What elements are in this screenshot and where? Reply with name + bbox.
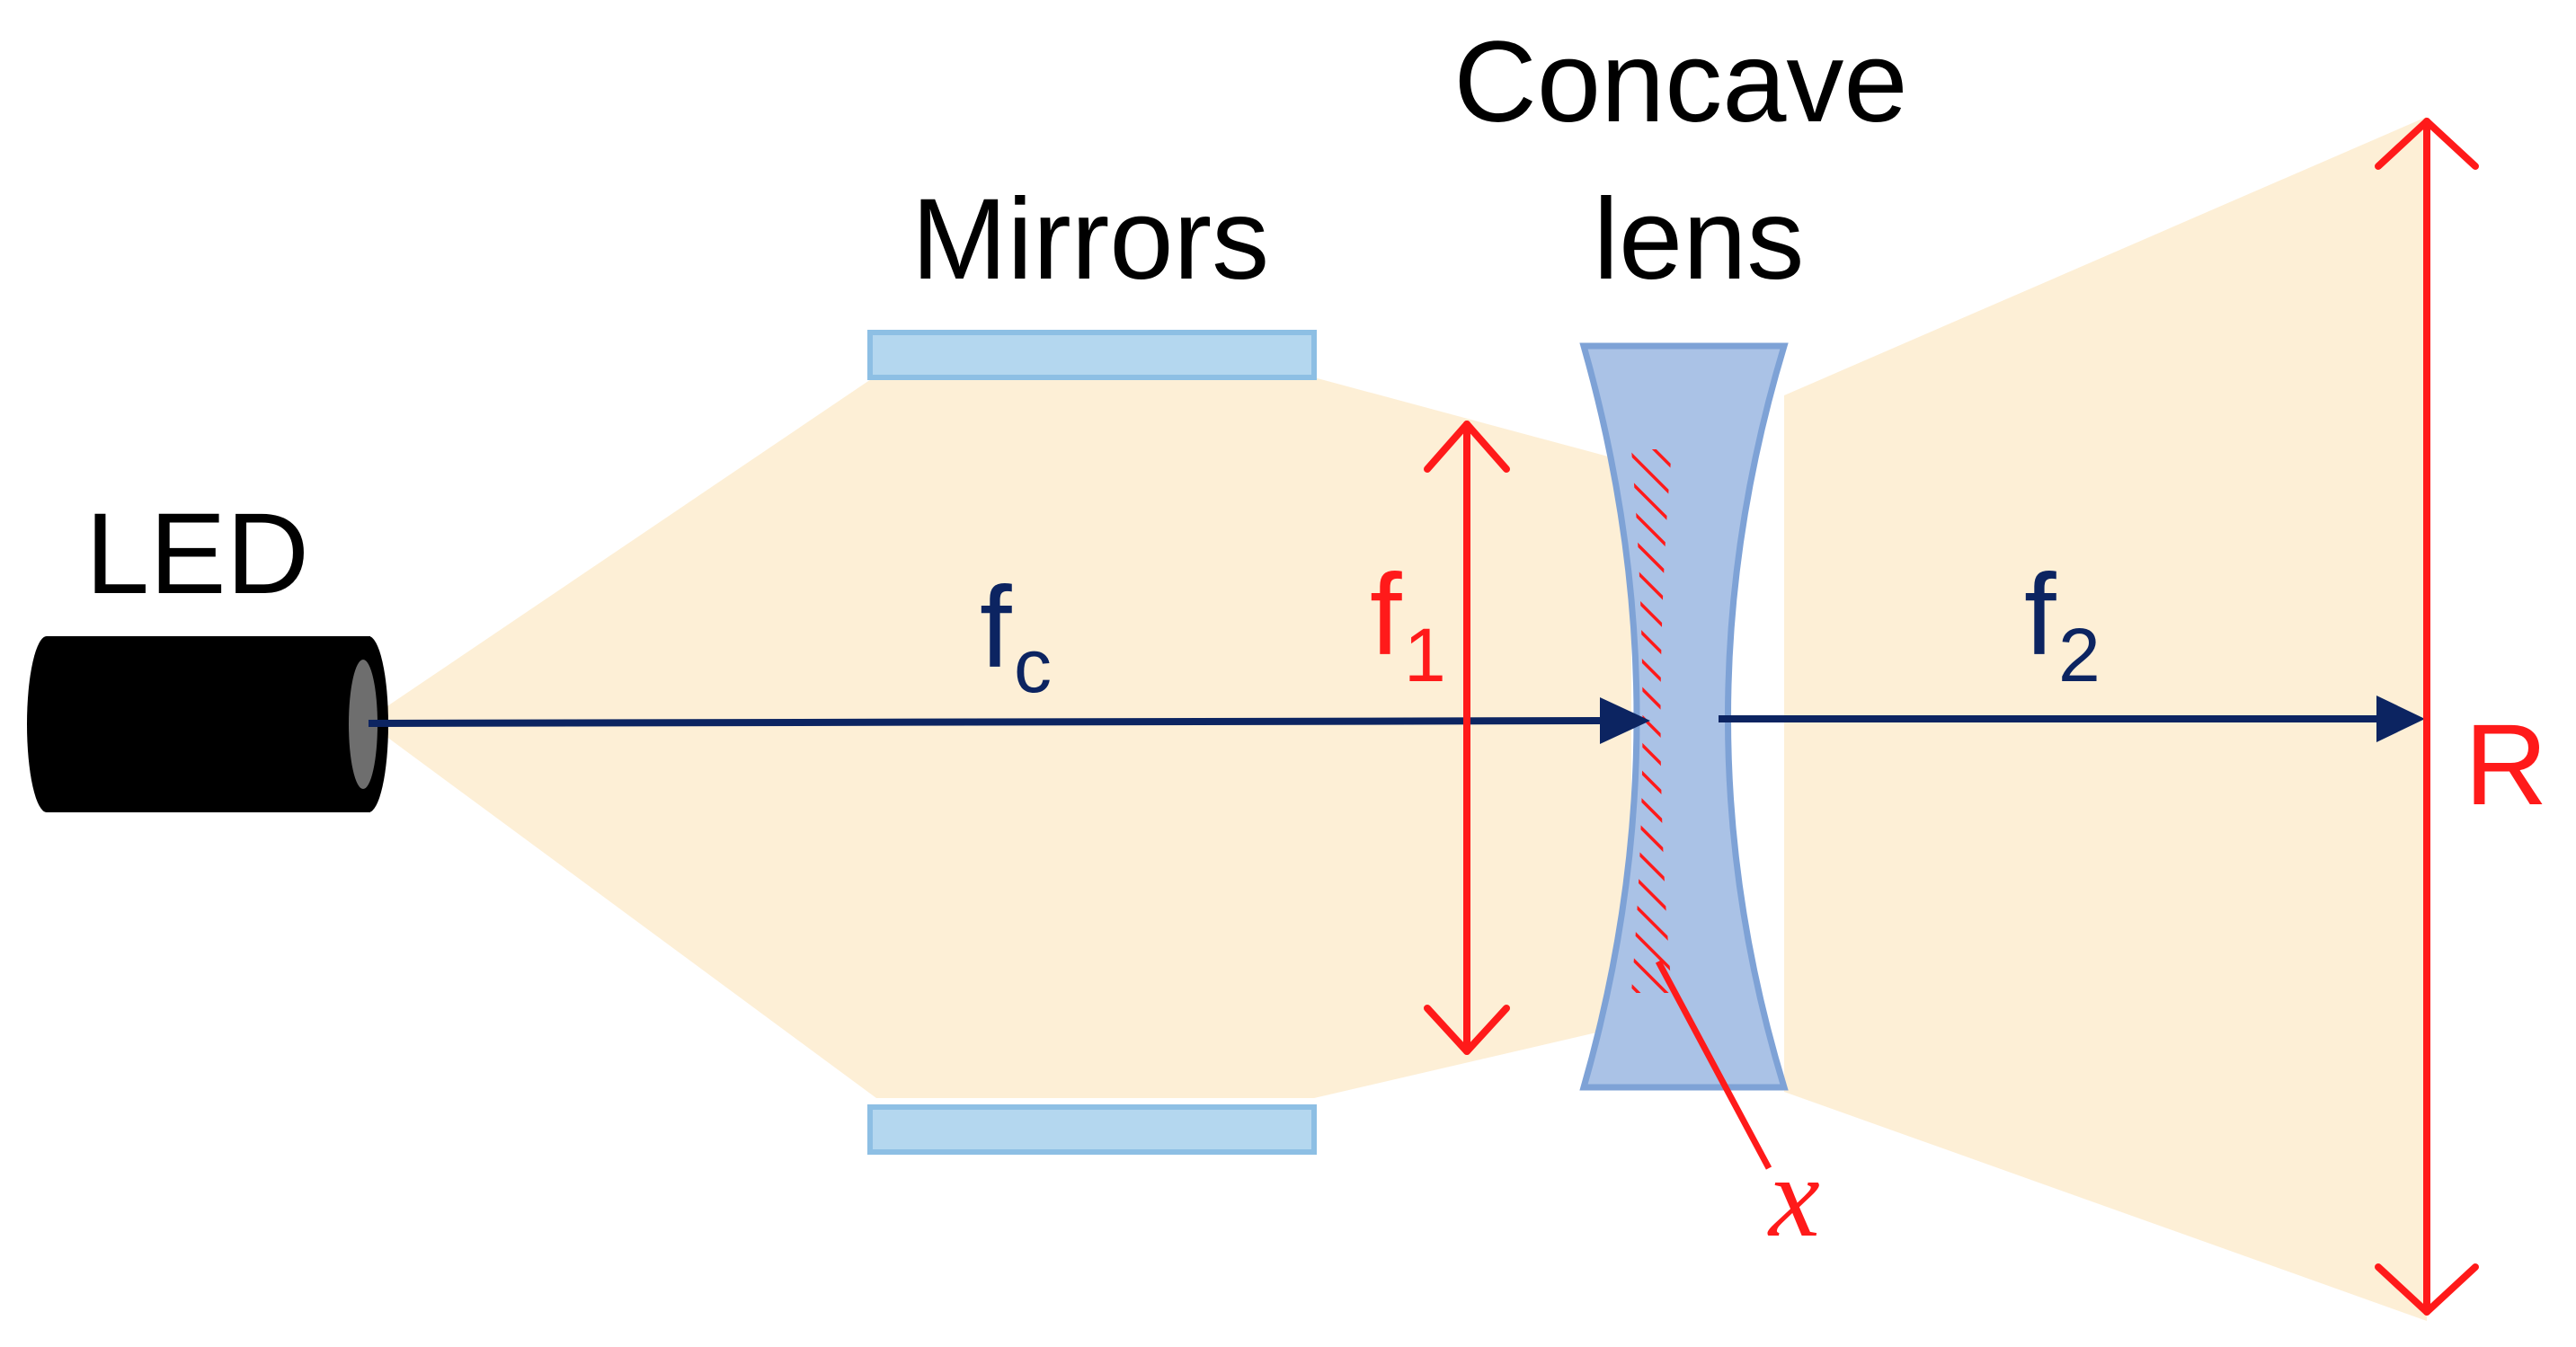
f2-label: f 2 [2024, 551, 2101, 697]
x-leader-line [1655, 960, 1772, 1170]
concave-label-line1: Concave [1453, 18, 1907, 146]
svg-text:2: 2 [2058, 613, 2101, 697]
optical-axis-f2 [1719, 696, 2425, 742]
svg-text:f: f [980, 563, 1012, 692]
r-double-arrow [2375, 118, 2479, 1316]
mirrors-label: Mirrors [911, 175, 1269, 304]
concave-lens-icon [1579, 342, 1789, 1091]
fc-label: f c [980, 563, 1052, 708]
f1-label: f 1 [1370, 551, 1446, 697]
top-mirror [867, 330, 1317, 380]
concave-label-line2: lens [1594, 175, 1805, 304]
hatched-region-x [1631, 449, 1672, 993]
bottom-mirror [867, 1104, 1317, 1155]
svg-text:f: f [2024, 551, 2056, 679]
svg-text:1: 1 [1404, 613, 1446, 697]
led-label: LED [85, 490, 309, 618]
optical-axis-fc [368, 697, 1650, 744]
r-label: R [2465, 701, 2547, 829]
f1-double-arrow [1424, 421, 1510, 1055]
light-beam-left [369, 376, 1631, 1098]
cylinder-led-icon [27, 636, 388, 812]
svg-text:c: c [1014, 624, 1052, 708]
svg-text:f: f [1370, 551, 1402, 679]
x-label: x [1767, 1133, 1820, 1261]
